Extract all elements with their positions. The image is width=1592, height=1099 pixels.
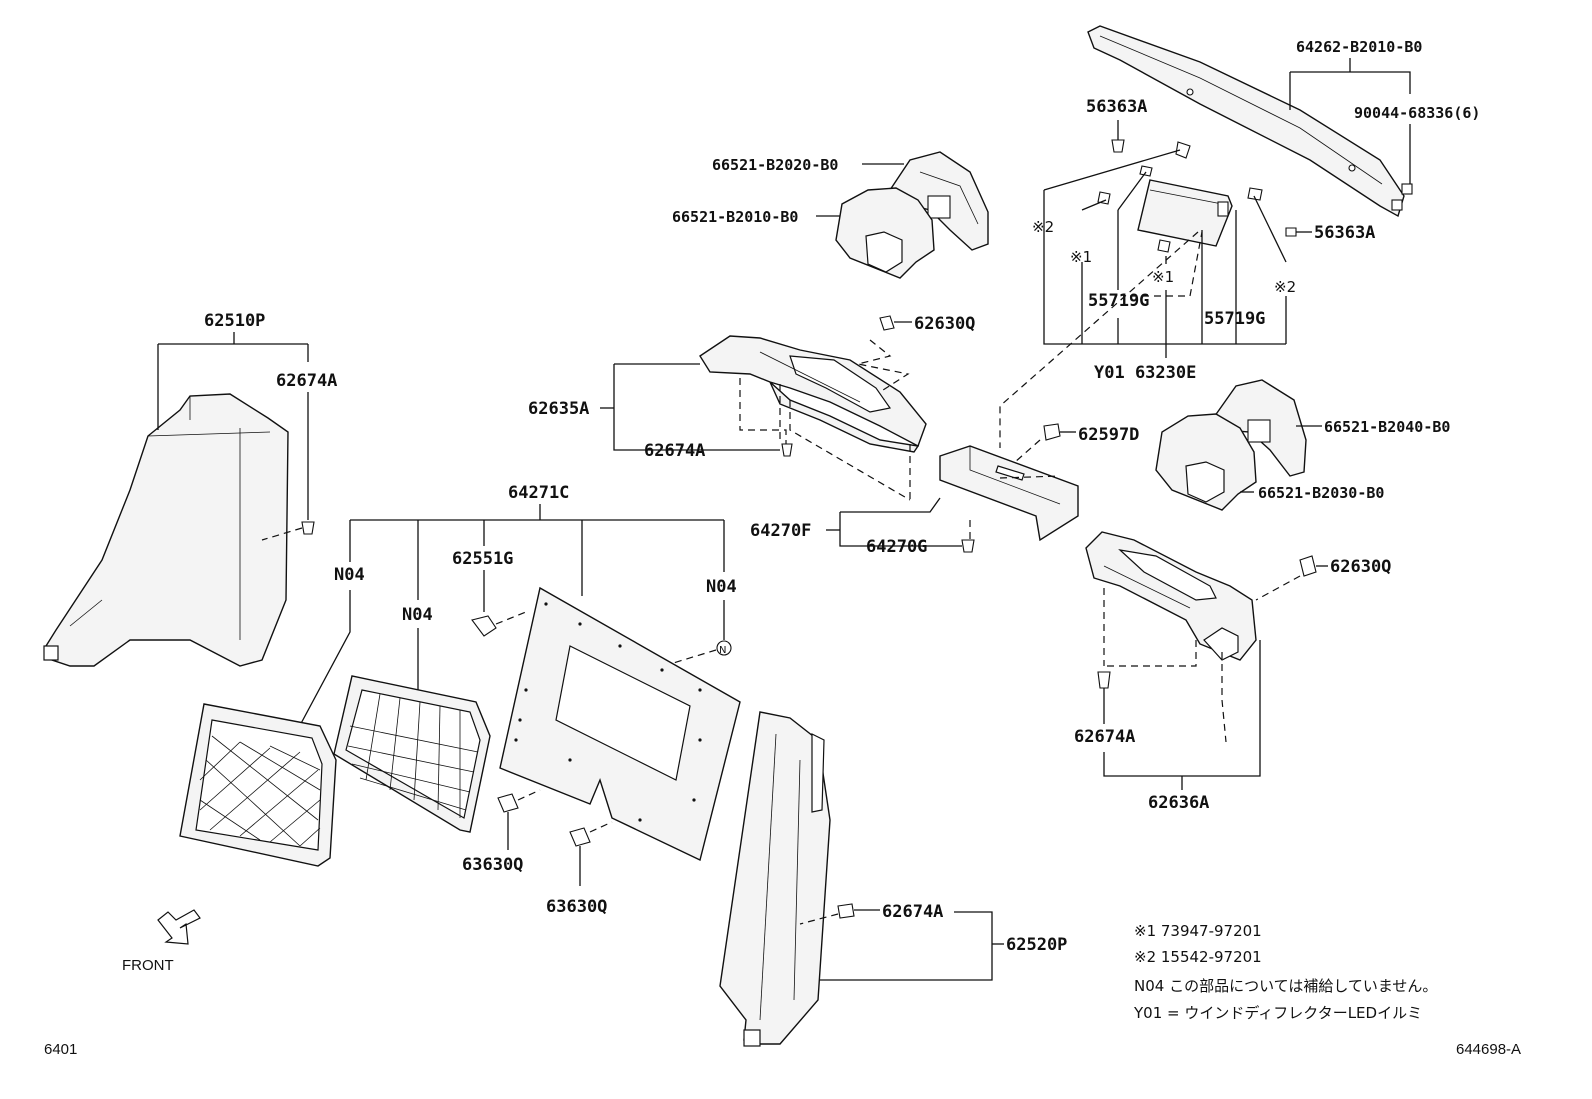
footer-right-code: 644698-A (1456, 1041, 1521, 1058)
part-62636a-tray (1085, 531, 1257, 661)
clip-62630q-lower (1299, 555, 1317, 577)
part-63230e-lamp (1137, 179, 1233, 247)
label-62674a-mid: 62674A (644, 441, 705, 461)
label-66521-b2020: 66521-B2020-B0 (712, 156, 838, 174)
label-56363a-top: 56363A (1086, 97, 1147, 117)
clip-62630q-upper (879, 315, 895, 331)
label-62635a: 62635A (528, 399, 589, 419)
part-62520p-panel (719, 711, 831, 1047)
label-mark1-center: ※1 (1152, 268, 1174, 286)
clip-62674a-right (1097, 671, 1111, 689)
part-64271c-board (499, 586, 741, 861)
clip-64270g (961, 539, 975, 553)
label-62510p: 62510P (204, 311, 265, 331)
part-66521-b2040-cover (1211, 379, 1307, 477)
label-62674a-left: 62674A (276, 371, 337, 391)
part-64270f-bracket (939, 445, 1079, 542)
label-64270g: 64270G (866, 537, 927, 557)
clip-56363a-right (1285, 227, 1297, 237)
label-66521-b2010: 66521-B2010-B0 (672, 208, 798, 226)
clips-63230e (1097, 141, 1263, 253)
label-n04-left: N04 (334, 565, 365, 585)
clip-90044 (1391, 183, 1413, 211)
clip-62674a-mid (781, 443, 793, 457)
part-62635a-tray (699, 335, 927, 453)
label-55719g-left: 55719G (1088, 291, 1149, 311)
label-66521-b2040: 66521-B2040-B0 (1324, 418, 1450, 436)
label-y01-63230e: Y01 63230E (1094, 363, 1196, 383)
clip-62674a-lower (837, 903, 855, 919)
part-net-pocket-left (179, 703, 337, 867)
label-62636a: 62636A (1148, 793, 1209, 813)
n-marker-circle (716, 640, 732, 656)
part-64262-panel (1087, 25, 1405, 218)
clip-62551g (471, 615, 497, 637)
label-63630q-left: 63630Q (462, 855, 523, 875)
label-62630q-upper: 62630Q (914, 314, 975, 334)
note-mark2: ※2 15542-97201 (1134, 948, 1262, 966)
part-66521-b2020-cover (889, 151, 989, 251)
label-mark2-left: ※2 (1032, 218, 1054, 236)
label-mark2-right: ※2 (1274, 278, 1296, 296)
label-64270f: 64270F (750, 521, 811, 541)
label-62674a-lower: 62674A (882, 902, 943, 922)
label-62674a-right: 62674A (1074, 727, 1135, 747)
footer-left-code: 6401 (44, 1041, 77, 1058)
part-net-pocket-center (333, 675, 491, 833)
label-62630q-lower: 62630Q (1330, 557, 1391, 577)
label-66521-b2030: 66521-B2030-B0 (1258, 484, 1384, 502)
note-n04: N04 この部品については補給していません。 (1134, 977, 1437, 995)
note-y01: Y01 = ウインドディフレクターLEDイルミ (1133, 1004, 1422, 1022)
label-62551g: 62551G (452, 549, 513, 569)
label-55719g-right: 55719G (1204, 309, 1265, 329)
label-64271c: 64271C (508, 483, 569, 503)
note-mark1: ※1 73947-97201 (1134, 922, 1262, 940)
part-62510p-panel (43, 393, 289, 667)
clip-63630q-right (569, 827, 591, 847)
n-marker-text: N (719, 645, 726, 656)
clip-62597d (1043, 423, 1061, 441)
front-label: FRONT (122, 957, 174, 974)
clip-56363a-top (1111, 139, 1125, 153)
label-64262: 64262-B2010-B0 (1296, 38, 1422, 56)
label-62597d: 62597D (1078, 425, 1139, 445)
label-56363a-right: 56363A (1314, 223, 1375, 243)
label-63630q-right: 63630Q (546, 897, 607, 917)
front-arrow-icon (157, 909, 201, 945)
part-66521-b2010-cover (835, 187, 935, 279)
label-n04-center: N04 (402, 605, 433, 625)
clip-63630q-left (497, 793, 519, 813)
label-90044: 90044-68336(6) (1354, 104, 1480, 122)
label-n04-right: N04 (706, 577, 737, 597)
part-66521-b2030-cover (1155, 413, 1257, 511)
label-mark1-left: ※1 (1070, 248, 1092, 266)
label-62520p: 62520P (1006, 935, 1067, 955)
clip-62674a-left (301, 521, 315, 535)
